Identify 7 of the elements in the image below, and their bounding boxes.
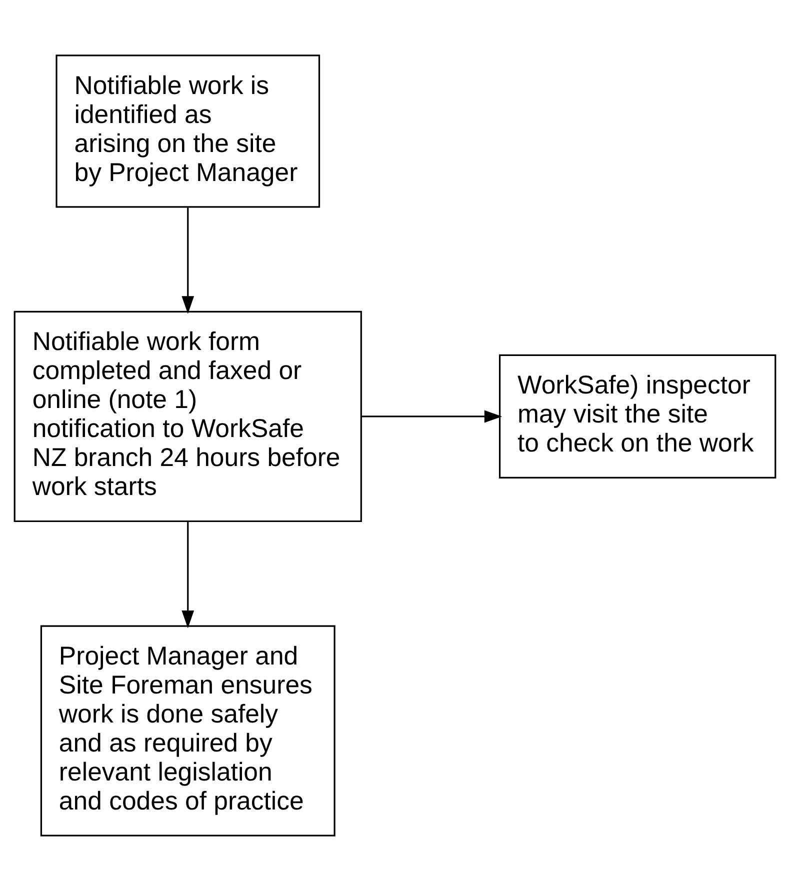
arrow [362, 410, 502, 423]
arrow [182, 208, 194, 314]
node-box: WorkSafe) inspector may visit the site to check on the work [498, 354, 776, 479]
node-box: Project Manager and Site Foreman ensures work is done safely and as required by relevant legislation and codes of practice [40, 625, 336, 836]
node-box: Notifiable work form completed and faxed or online (note 1) notification to WorkSafe NZ branch 24 hours before work starts [14, 310, 362, 522]
node-box: Notifiable work is identified as arising on the site by Project Manager [56, 54, 320, 208]
arrow [182, 522, 194, 628]
